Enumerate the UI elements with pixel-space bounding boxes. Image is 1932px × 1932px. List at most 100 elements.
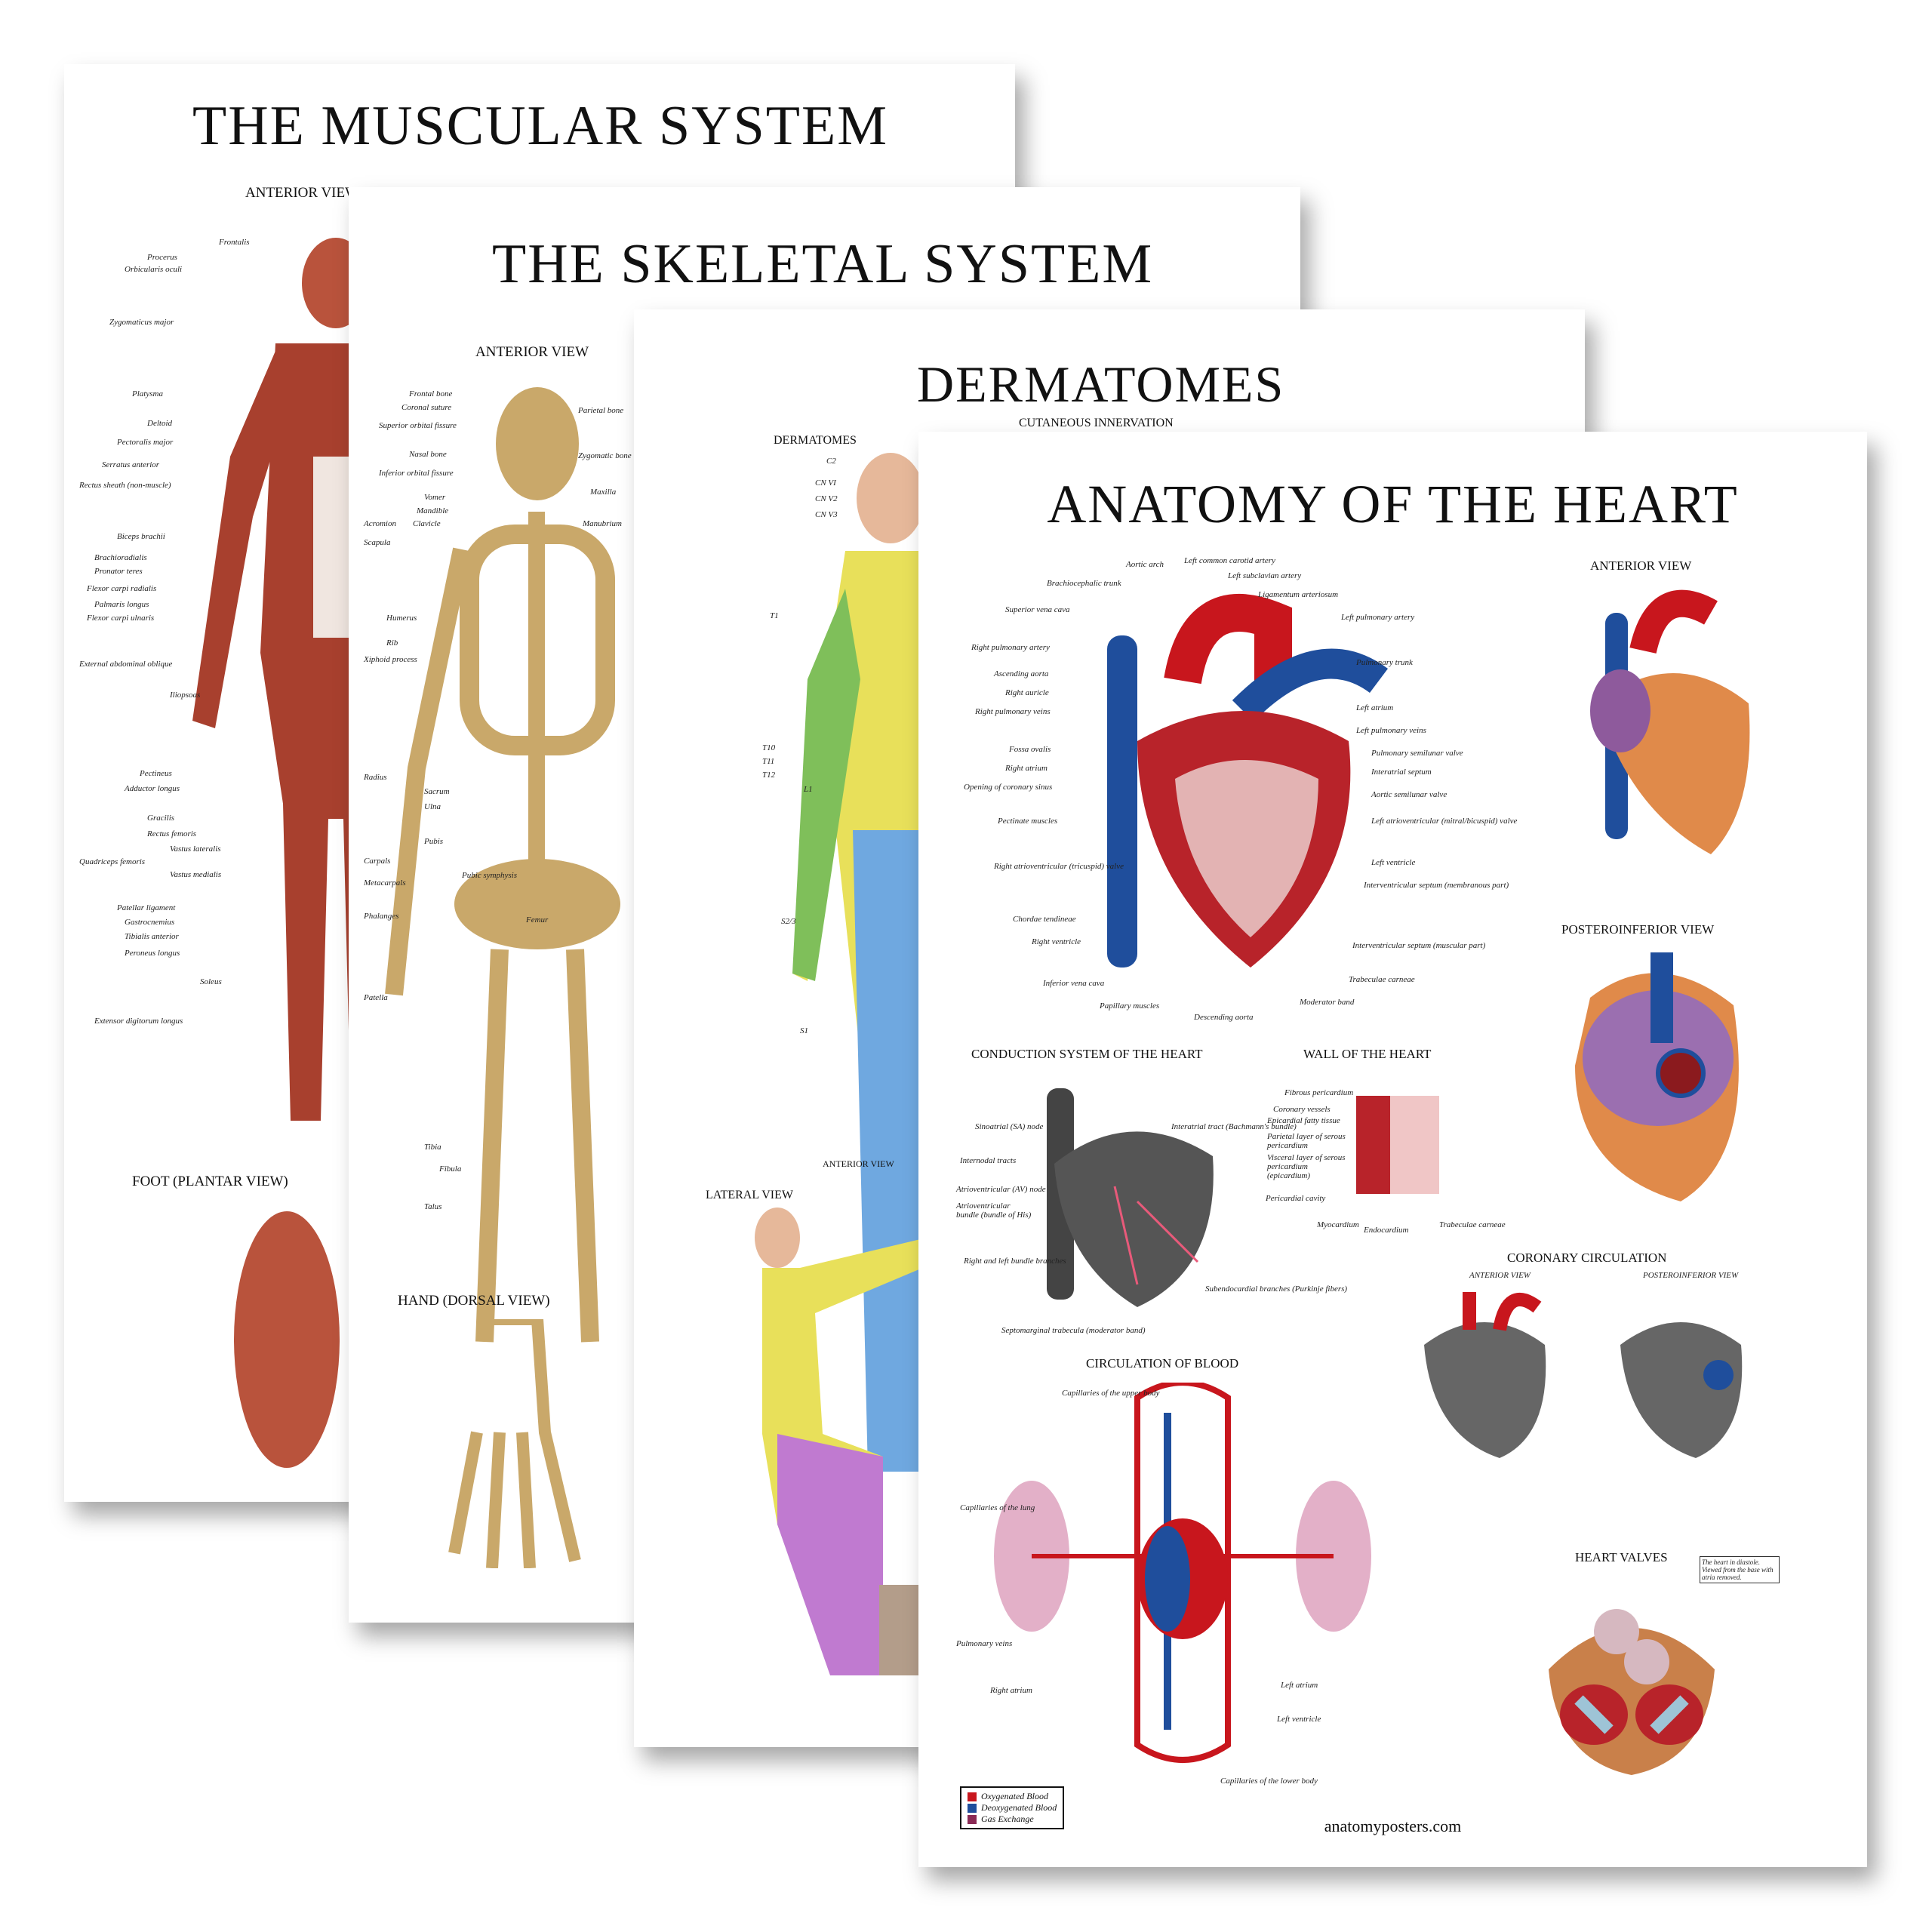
label: Ulna <box>424 802 441 811</box>
label: Superior orbital fissure <box>379 421 457 430</box>
label: Septomarginal trabecula (moderator band) <box>1001 1326 1146 1335</box>
label: Myocardium <box>1317 1220 1359 1229</box>
label: S2/3 <box>781 917 796 926</box>
legend-label: Deoxygenated Blood <box>981 1802 1057 1813</box>
label: Metacarpals <box>364 878 406 888</box>
label: Right auricle <box>1005 688 1049 697</box>
label: Left pulmonary artery <box>1341 613 1415 622</box>
blood-legend: Oxygenated Blood Deoxygenated Blood Gas … <box>960 1786 1065 1829</box>
label: Frontal bone <box>409 389 453 398</box>
poster-title: ANATOMY OF THE HEART <box>1047 474 1739 534</box>
label: T10 <box>762 743 776 752</box>
legend-label: Gas Exchange <box>981 1814 1034 1824</box>
label: Brachiocephalic trunk <box>1047 579 1121 588</box>
deoxygenated-swatch <box>968 1803 977 1813</box>
label: Tibia <box>424 1143 441 1152</box>
website: anatomyposters.com <box>1324 1817 1462 1835</box>
label: C2 <box>826 457 836 466</box>
label: Scapula <box>364 538 391 547</box>
label: Fibula <box>439 1164 462 1174</box>
label: Pulmonary veins <box>956 1639 1013 1648</box>
coronary-illustrations <box>1424 1292 1743 1458</box>
label: Coronal suture <box>401 403 452 412</box>
label: Talus <box>424 1202 442 1211</box>
label: Interventricular septum (membranous part… <box>1364 881 1509 890</box>
label: Rectus femoris <box>147 829 197 838</box>
label: Pubis <box>424 837 444 846</box>
poster-title: DERMATOMES <box>917 355 1285 413</box>
wall-section-title: WALL OF THE HEART <box>1303 1047 1432 1061</box>
label: Trabeculae carneae <box>1349 975 1415 984</box>
label: Flexor carpi ulnaris <box>87 614 155 623</box>
anterior-view-label: ANTERIOR VIEW <box>823 1158 894 1169</box>
label: Procerus <box>147 253 177 262</box>
label: Rectus sheath (non-muscle) <box>79 481 171 490</box>
view-label: ANTERIOR VIEW <box>245 185 359 201</box>
label: Descending aorta <box>1194 1013 1254 1022</box>
label: Palmaris longus <box>94 600 149 609</box>
lateral-section-title: LATERAL VIEW <box>706 1189 793 1201</box>
label: Ligamentum arteriosum <box>1258 590 1339 599</box>
poster-title: THE SKELETAL SYSTEM <box>492 233 1154 295</box>
label: Interatrial tract (Bachmann's bundle) <box>1171 1122 1297 1131</box>
label: External abdominal oblique <box>79 660 173 669</box>
label: Aortic semilunar valve <box>1371 790 1447 799</box>
label: Quadriceps femoris <box>79 857 146 866</box>
label: T1 <box>770 611 779 620</box>
label: Fossa ovalis <box>1009 745 1051 754</box>
foot-section-title: FOOT (PLANTAR VIEW) <box>132 1174 288 1189</box>
label: Serratus anterior <box>102 460 160 469</box>
label: Soleus <box>200 977 222 986</box>
label: Humerus <box>386 614 417 623</box>
label: T12 <box>762 771 776 780</box>
label: Vastus medialis <box>170 870 222 879</box>
label: Interatrial septum <box>1371 768 1432 777</box>
label: Pubic symphysis <box>462 871 518 880</box>
subtitle: CUTANEOUS INNERVATION <box>1019 417 1174 429</box>
label: Right atrioventricular (tricuspid) valve <box>994 862 1124 871</box>
circulation-section-title: CIRCULATION OF BLOOD <box>1086 1356 1239 1371</box>
legend-item: Oxygenated Blood <box>968 1791 1057 1802</box>
label: Capillaries of the lung <box>960 1503 1035 1512</box>
label: Platysma <box>132 389 163 398</box>
label: Papillary muscles <box>1100 1001 1160 1011</box>
label: Brachioradialis <box>94 553 147 562</box>
label: Acromion <box>364 519 396 528</box>
label: Pectineus <box>140 769 172 778</box>
oxygenated-swatch <box>968 1792 977 1801</box>
label: CN V2 <box>815 494 838 503</box>
poster-title: THE MUSCULAR SYSTEM <box>192 95 888 157</box>
label: Rib <box>386 638 398 648</box>
coronary-section-title: CORONARY CIRCULATION <box>1507 1251 1667 1265</box>
label: Chordae tendineae <box>1013 915 1076 924</box>
label: Adductor longus <box>125 784 180 793</box>
label: Pulmonary trunk <box>1356 658 1413 667</box>
valves-section-title: HEART VALVES <box>1575 1550 1668 1564</box>
label: CN VI <box>815 478 836 488</box>
label: Flexor carpi radialis <box>87 584 157 593</box>
label: Parietal bone <box>578 406 624 415</box>
label: Visceral layer of serous pericardium (ep… <box>1267 1153 1346 1180</box>
label: Pronator teres <box>94 567 143 576</box>
label: Endocardium <box>1364 1226 1409 1235</box>
legend-item: Gas Exchange <box>968 1814 1057 1825</box>
label: Pulmonary semilunar valve <box>1371 749 1463 758</box>
label: L1 <box>804 785 813 794</box>
label: Right and left bundle branches <box>964 1257 1066 1266</box>
label: Sinoatrial (SA) node <box>975 1122 1044 1131</box>
label: Atrioventricular (AV) node <box>956 1185 1046 1194</box>
label: Gracilis <box>147 814 175 823</box>
heart-valves-illustration <box>1549 1609 1715 1775</box>
label: Peroneus longus <box>125 949 180 958</box>
label: Vomer <box>424 493 446 502</box>
label: Interventricular septum (muscular part) <box>1352 941 1486 950</box>
label: Superior vena cava <box>1005 605 1070 614</box>
label: Xiphoid process <box>364 655 417 664</box>
label: Sacrum <box>424 787 450 796</box>
hand-section-title: HAND (DORSAL VIEW) <box>398 1293 550 1309</box>
label: Right atrium <box>1005 764 1048 773</box>
label: Left atrioventricular (mitral/bicuspid) … <box>1371 817 1518 826</box>
label: Capillaries of the upper body <box>1062 1389 1160 1398</box>
heart-anterior-illustration <box>1590 589 1750 854</box>
label: Pectoralis major <box>117 438 174 447</box>
